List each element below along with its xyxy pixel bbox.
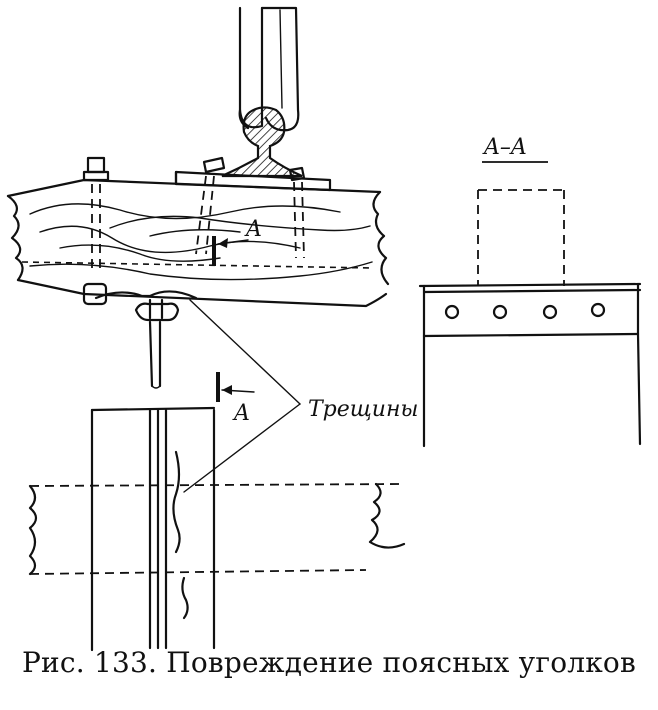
section-mark-top-label: A [244,217,262,242]
spikes-hidden [195,175,305,259]
section-view-aa: A–A [418,135,642,448]
girder-top-chord [94,290,198,389]
sleeper-plan-view [28,482,406,576]
section-mark-top: A [212,217,262,266]
section-mark-bottom-label: A [232,401,250,426]
girder-plan-view [90,406,216,652]
crack-leaders: Трещины [183,299,418,493]
cracks-label: Трещины [308,397,418,422]
rail-profile [174,106,332,192]
section-mark-bottom: A [216,372,255,426]
figure-caption: Рис. 133. Повреждение поясных уголков [22,646,636,679]
section-view-title: A–A [482,135,527,160]
